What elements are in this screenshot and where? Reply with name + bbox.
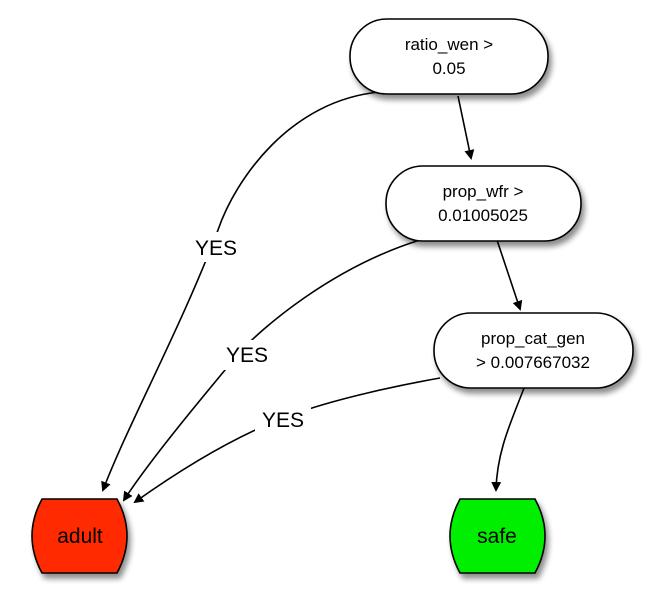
leaf-safe-label: safe xyxy=(477,525,517,548)
node-ratio-wen-line2: 0.05 xyxy=(432,59,465,78)
leaf-adult-label: adult xyxy=(57,525,103,548)
edge-prop-cat-gen-to-adult xyxy=(133,377,441,504)
edge-prop-wfr-to-prop-cat-gen xyxy=(496,239,523,311)
edge-label-bg xyxy=(219,340,275,370)
node-prop-cat-gen-line2: > 0.007667032 xyxy=(476,353,590,372)
node-prop-wfr-line1: prop_wfr > xyxy=(443,182,524,201)
node-prop-cat-gen xyxy=(433,312,634,389)
edge-label-ratio-wen-yes: YES xyxy=(195,237,237,260)
edge-ratio-wen-to-adult xyxy=(101,91,381,492)
edge-label-prop-wfr-yes: YES xyxy=(226,344,268,367)
leaf-adult xyxy=(31,498,128,574)
node-ratio-wen-line1: ratio_wen > xyxy=(405,35,493,54)
edge-prop-cat-gen-to-safe xyxy=(491,387,525,492)
edge-label-bg xyxy=(255,404,311,434)
node-prop-wfr xyxy=(385,165,582,242)
edge-label-bg xyxy=(188,232,244,262)
leaf-safe xyxy=(449,498,546,574)
node-prop-wfr-line2: 0.01005025 xyxy=(438,206,528,225)
node-prop-cat-gen-line1: prop_cat_gen xyxy=(481,329,585,348)
edge-label-prop-cat-gen-yes: YES xyxy=(262,409,304,432)
node-ratio-wen xyxy=(349,18,549,95)
edge-ratio-wen-to-prop-wfr xyxy=(457,95,475,160)
